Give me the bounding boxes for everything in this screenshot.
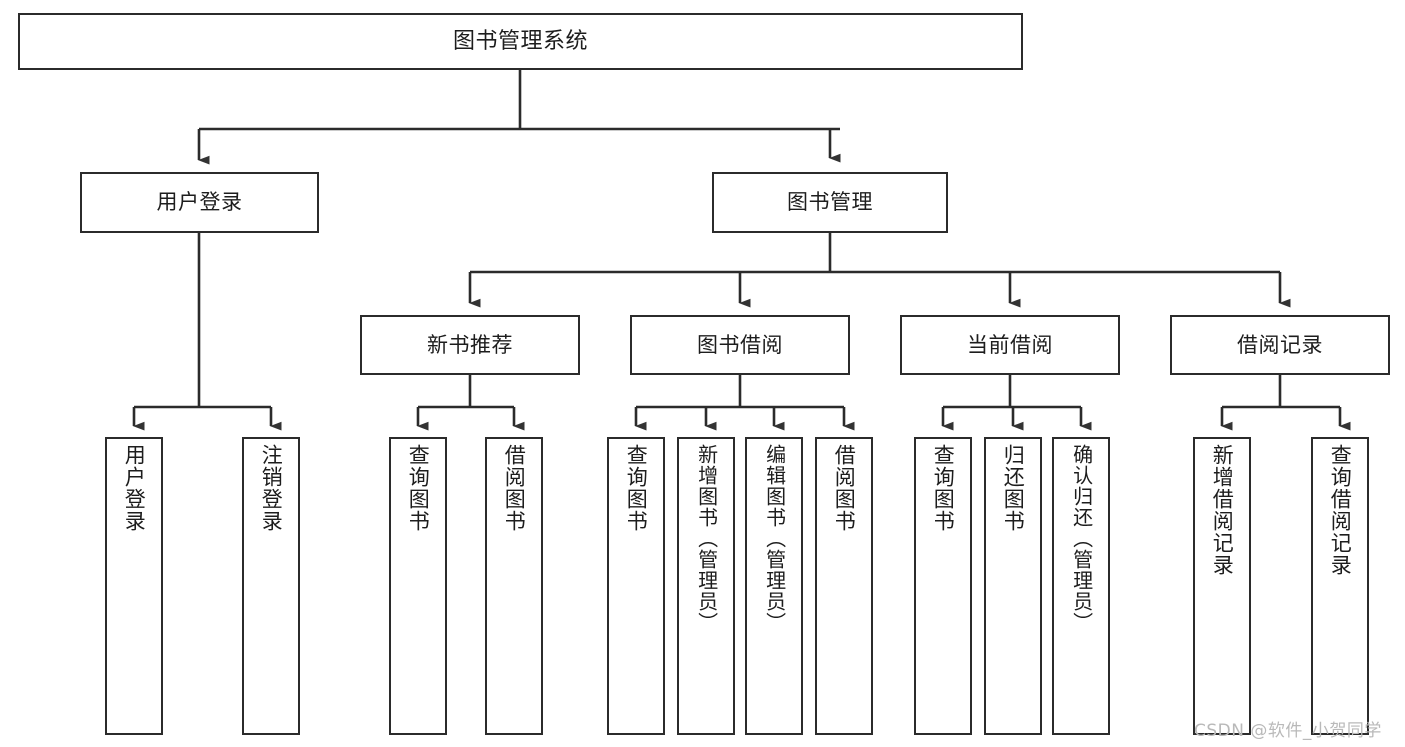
leaf-borrow-record-query-label: 查询借阅记录 (1328, 444, 1353, 576)
leaf-book-borrow-query-label: 查询图书 (624, 444, 649, 532)
node-borrow-record[interactable]: 借阅记录 (1170, 315, 1390, 375)
leaf-new-book-borrow-label: 借阅图书 (502, 444, 527, 532)
node-book-management[interactable]: 图书管理 (712, 172, 948, 233)
leaf-borrow-record-query[interactable]: 查询借阅记录 (1311, 437, 1369, 735)
node-borrow-record-label: 借阅记录 (1237, 332, 1323, 357)
node-user-login-label: 用户登录 (156, 190, 243, 215)
leaf-current-borrow-query-label: 查询图书 (931, 444, 956, 532)
node-current-borrow-label: 当前借阅 (967, 332, 1053, 357)
leaf-book-borrow-edit[interactable]: 编辑图书（管理员） (745, 437, 803, 735)
leaf-new-book-query[interactable]: 查询图书 (389, 437, 447, 735)
leaf-new-book-borrow[interactable]: 借阅图书 (485, 437, 543, 735)
node-new-book-recommend[interactable]: 新书推荐 (360, 315, 580, 375)
node-book-borrow-label: 图书借阅 (697, 332, 783, 357)
leaf-user-login-logout[interactable]: 注销登录 (242, 437, 300, 735)
node-root[interactable]: 图书管理系统 (18, 13, 1023, 70)
node-new-book-recommend-label: 新书推荐 (427, 332, 513, 357)
leaf-borrow-record-add[interactable]: 新增借阅记录 (1193, 437, 1251, 735)
leaf-current-borrow-return-label: 归还图书 (1001, 444, 1026, 532)
leaf-book-borrow-edit-label: 编辑图书（管理员） (762, 444, 787, 633)
leaf-borrow-record-add-label: 新增借阅记录 (1210, 444, 1235, 576)
node-user-login[interactable]: 用户登录 (80, 172, 319, 233)
csdn-watermark: CSDN @软件_小贺同学 (1194, 721, 1382, 741)
leaf-book-borrow-borrow[interactable]: 借阅图书 (815, 437, 873, 735)
node-book-management-label: 图书管理 (787, 190, 873, 215)
node-root-label: 图书管理系统 (452, 28, 588, 54)
leaf-current-borrow-confirm[interactable]: 确认归还（管理员） (1052, 437, 1110, 735)
leaf-user-login-login-label: 用户登录 (122, 444, 147, 532)
leaf-user-login-logout-label: 注销登录 (259, 444, 284, 532)
leaf-user-login-login[interactable]: 用户登录 (105, 437, 163, 735)
leaf-book-borrow-add-label: 新增图书（管理员） (694, 444, 719, 633)
leaf-current-borrow-return[interactable]: 归还图书 (984, 437, 1042, 735)
leaf-new-book-query-label: 查询图书 (406, 444, 431, 532)
leaf-current-borrow-confirm-label: 确认归还（管理员） (1069, 444, 1094, 633)
leaf-book-borrow-query[interactable]: 查询图书 (607, 437, 665, 735)
leaf-book-borrow-add[interactable]: 新增图书（管理员） (677, 437, 735, 735)
leaf-current-borrow-query[interactable]: 查询图书 (914, 437, 972, 735)
node-book-borrow[interactable]: 图书借阅 (630, 315, 850, 375)
node-current-borrow[interactable]: 当前借阅 (900, 315, 1120, 375)
leaf-book-borrow-borrow-label: 借阅图书 (832, 444, 857, 532)
